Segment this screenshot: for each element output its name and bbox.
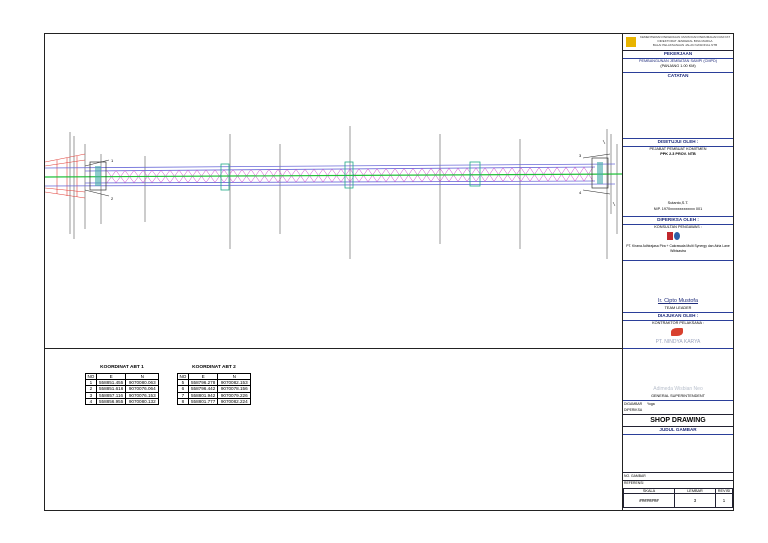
table-row: 8 558801.777 9070082.224 bbox=[177, 397, 251, 406]
cell-no: 4 bbox=[85, 397, 97, 406]
cell-n: 9070076.064 bbox=[125, 385, 159, 393]
signer1-name: Sutanto,S.T. bbox=[667, 201, 689, 205]
cell-n: 9070078.156 bbox=[217, 385, 251, 393]
no-gambar-label: NO. GAMBAR bbox=[624, 474, 646, 478]
coord-table-2-title: KOORDINAT ABT 2 bbox=[192, 365, 236, 370]
konsultan-name: PT. Kirana Adhirajasa Pira + Cakrawala M… bbox=[626, 244, 730, 253]
station-lines bbox=[69, 126, 618, 259]
abt2-label-4: 4 bbox=[579, 190, 582, 195]
signer2-name: Ir. Cipto Mustofa bbox=[657, 298, 699, 304]
coord-table-2: NO E N 5 558796.278 9070082.153 6 558796… bbox=[177, 372, 251, 406]
abt2-label-3: 3 bbox=[579, 153, 582, 158]
right-abutment-marks bbox=[602, 139, 616, 207]
signer3-name: Adimeda Wisbian Neo bbox=[653, 386, 703, 392]
cell-e: 558851.455 bbox=[95, 379, 127, 387]
cell-e: 558801.777 bbox=[187, 397, 219, 406]
table-row: 2 558851.616 9070076.064 bbox=[85, 385, 159, 393]
abt1-label-1: 1 bbox=[111, 158, 114, 163]
header-line-3: BALAI PELAKSANAAN JALAN NASIONAL NTB bbox=[652, 42, 718, 47]
logo-red-icon bbox=[667, 232, 673, 240]
konsultan-label: KONSULTAN PENGAWAS : bbox=[654, 225, 702, 229]
cell-e: 558796.442 bbox=[187, 385, 219, 393]
lembar-value: 3 bbox=[674, 493, 716, 508]
disetujui-unit: PPK 2.3 PROV. NTB bbox=[660, 152, 696, 156]
abutment-leaders bbox=[84, 153, 611, 197]
cell-n: 9070082.153 bbox=[217, 379, 251, 387]
digambar-value: Yoga bbox=[647, 402, 655, 406]
title-block: KEMENTERIAN PEKERJAAN UMUM DAN PERUMAHAN… bbox=[623, 34, 733, 510]
pekerjaan-label: PEKERJAAN bbox=[663, 51, 693, 56]
kontraktor-name: PT. NINDYA KARYA bbox=[655, 339, 701, 345]
tb-header: KEMENTERIAN PEKERJAAN UMUM DAN PERUMAHAN… bbox=[623, 34, 733, 51]
cell-n: 9070079.226 bbox=[217, 391, 251, 399]
table-row: 6 558796.442 9070078.156 bbox=[177, 385, 251, 393]
table-row: 5 558796.278 9070082.153 bbox=[177, 379, 251, 387]
project-length: (PANJANG 1.00 KM) bbox=[660, 64, 696, 68]
shop-drawing-title: SHOP DRAWING bbox=[650, 417, 706, 424]
cell-e: 558857.116 bbox=[95, 391, 127, 399]
table-row: 1 558851.455 9070080.063 bbox=[85, 379, 159, 387]
cell-n: 9070076.153 bbox=[125, 391, 159, 399]
project-name: PEMBANGUNAN JEMBATAN SAMPI (CMPD) bbox=[638, 59, 718, 63]
table-row: 3 558857.116 9070076.153 bbox=[85, 391, 159, 399]
col-header-e: E bbox=[95, 372, 127, 381]
disetujui-role: PEJABAT PEMBUAT KOMITMEN bbox=[649, 147, 707, 151]
cell-e: 558856.955 bbox=[95, 397, 127, 406]
catatan-label: CATATAN bbox=[667, 73, 689, 78]
diperiksa-label: DIPERIKSA OLEH : bbox=[657, 217, 699, 222]
bridge-plan-svg: 1 2 3 4 bbox=[45, 126, 622, 259]
cell-e: 558851.616 bbox=[95, 385, 127, 393]
coord-table-1-title: KOORDINAT ABT 1 bbox=[100, 365, 144, 370]
diajukan-label: DIAJUKAN OLEH : bbox=[657, 313, 699, 318]
referensi-label: REFERENSI bbox=[624, 481, 644, 485]
konsultan-logos bbox=[667, 232, 689, 242]
cell-n: 9070082.224 bbox=[217, 397, 251, 406]
abt1-label-2: 2 bbox=[111, 196, 114, 201]
cell-n: 9070080.132 bbox=[125, 397, 159, 406]
signer1-nip: NIP. 1970xxxxxxxxxxxxx 001 bbox=[653, 207, 703, 211]
centerline bbox=[45, 173, 622, 178]
cell-e: 558801.942 bbox=[187, 391, 219, 399]
logo-blue-icon bbox=[674, 232, 681, 240]
cell-e: 558796.278 bbox=[187, 379, 219, 387]
header-line-1: KEMENTERIAN PEKERJAAN UMUM DAN PERUMAHAN… bbox=[639, 35, 731, 39]
bridge-plan-view: 1 2 3 4 bbox=[45, 34, 623, 349]
revisi-value: 1 bbox=[715, 493, 733, 508]
kontraktor-label: KONTRAKTOR PELAKSANA : bbox=[652, 321, 704, 325]
nindya-logo-icon bbox=[671, 328, 683, 336]
table-row: 4 558856.955 9070080.132 bbox=[85, 397, 159, 406]
disetujui-label: DISETUJUI OLEH : bbox=[657, 139, 699, 144]
cell-no: 8 bbox=[177, 397, 189, 406]
signer2-role: TEAM LEADER bbox=[664, 306, 692, 310]
piers bbox=[89, 157, 609, 191]
cell-n: 9070080.063 bbox=[125, 379, 159, 387]
coord-table-1: NO E N 1 558851.455 9070080.063 2 558851… bbox=[85, 372, 159, 406]
diperiksa2-label: DIPERIKSA bbox=[624, 408, 643, 412]
ministry-logo-icon bbox=[626, 37, 636, 47]
header-line-2: DIREKTORAT JENDERAL BINA MARGA bbox=[657, 38, 713, 43]
digambar-label: DIGAMBAR bbox=[624, 402, 643, 406]
revisi-label: REVISI bbox=[715, 488, 733, 494]
col-header-n: N bbox=[125, 372, 159, 381]
notes-area: KOORDINAT ABT 1 NO E N 1 558851.455 9070… bbox=[45, 349, 623, 510]
skala-value: ######## bbox=[623, 493, 675, 508]
col-header-n: N bbox=[217, 372, 251, 381]
col-header-e: E bbox=[187, 372, 219, 381]
drawing-sheet: 1 2 3 4 KOORDINAT ABT 1 NO E N 1 558851.… bbox=[44, 33, 734, 511]
judul-space bbox=[623, 435, 733, 473]
signer3-role: GENERAL SUPERINTENDENT bbox=[651, 394, 705, 398]
sheet-info-grid: SKALA LEMBAR REVISI ######## 3 1 bbox=[623, 488, 733, 508]
judul-label: JUDUL GAMBAR bbox=[659, 427, 697, 432]
table-row: 7 558801.942 9070079.226 bbox=[177, 391, 251, 399]
left-approach bbox=[45, 153, 86, 199]
